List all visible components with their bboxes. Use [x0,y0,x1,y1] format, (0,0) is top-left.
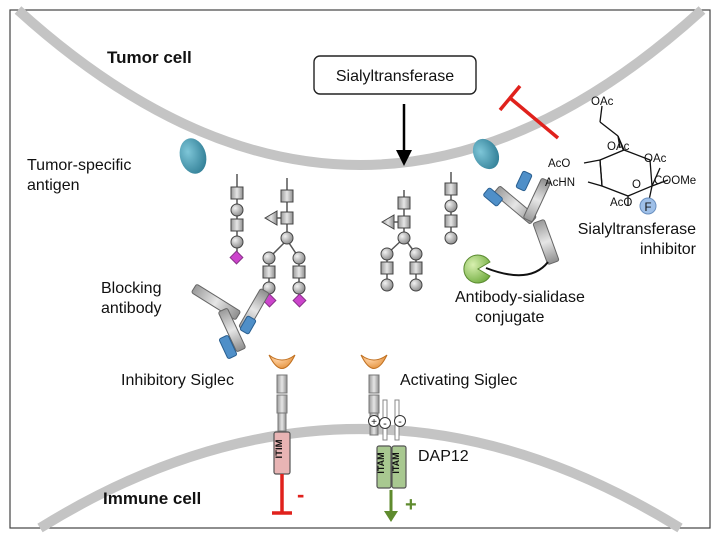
negative-charge [394,415,406,427]
chem-achn: AcHN [545,177,575,189]
positive-charge-label: + [371,417,377,428]
sialic-acid [229,250,244,265]
tumor-antigen-label-line1: Tumor-specific [27,157,131,174]
blocking-antibody-label-line2: antibody [101,300,162,317]
negative-charge [379,417,391,429]
antibody-sialidase-conjugate [463,170,560,284]
sialidase-enzyme [463,254,491,284]
tumor-antigen-left [179,138,207,174]
conjugate-label-line2: conjugate [475,309,544,326]
sialyltransferase-inhibitor-structure: F OAc OAc OAc AcO AcHN AcO COOMe O [545,96,696,215]
chem-aco-bottom: AcO [610,197,632,209]
inhibitor-label-line2: inhibitor [640,241,697,258]
chem-ring-oxygen: O [632,179,641,191]
itam-motif [376,445,392,489]
immune-cell-membrane [37,424,683,533]
fluorine-atom [639,197,657,215]
chem-coome: COOMe [654,175,696,187]
glycan-4 [444,172,458,245]
inhibitory-siglec-label: Inhibitory Siglec [121,372,234,389]
tumor-cell-label: Tumor cell [107,48,192,67]
inhibition-minus-sign: - [297,482,304,507]
siglec-binding-domain [360,354,388,369]
inhibitory-siglec: ITIM [268,354,296,515]
activating-siglec-label: Activating Siglec [400,372,517,389]
blocking-antibody [191,284,270,359]
conjugate-label-line1: Antibody-sialidase [455,289,585,306]
itam-motif [391,445,407,489]
sialyltransferase-box: Sialyltransferase [313,55,477,95]
chem-oac-top: OAc [591,96,614,108]
tumor-cell-membrane [14,6,706,170]
chem-oac-mid: OAc [607,141,630,153]
activation-plus-sign: + [405,494,417,516]
activating-siglec: ITAM ITAM + - - [360,354,407,522]
chem-aco-left: AcO [548,158,570,170]
tumor-antigen-label-line2: antigen [27,177,80,194]
itim-label: ITIM [274,439,285,458]
glycan-3 [380,190,423,292]
fluorine-label: F [644,202,651,214]
blocking-antibody-label-line1: Blocking [101,280,161,297]
siglec-binding-domain [268,354,296,369]
sialic-acid [292,293,307,308]
itam-label: ITAM [391,452,401,473]
chem-oac-right: OAc [644,153,667,165]
tumor-antigen-right [472,138,500,170]
sialyltransferase-arrow [396,104,412,166]
glycan-1 [229,174,244,265]
sialyltransferase-label: Sialyltransferase [336,68,454,85]
inhibitor-label-line1: Sialyltransferase [578,221,696,238]
immune-cell-label: Immune cell [103,489,201,508]
itam-label: ITAM [376,452,386,473]
inhibitor-block-symbol [498,84,560,140]
negative-charge-label: - [383,418,387,430]
negative-charge-label: - [398,416,402,428]
dap12-label: DAP12 [418,448,469,465]
